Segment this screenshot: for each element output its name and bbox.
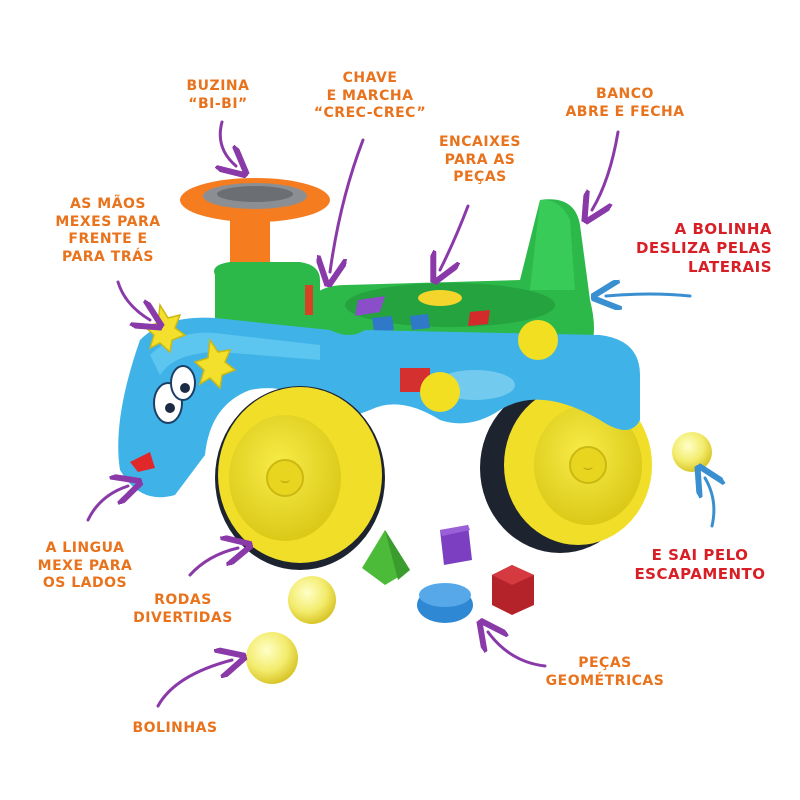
label-sai-pelo-line1: e sai pelo <box>651 546 749 564</box>
label-chave-line1: Chave <box>342 70 398 86</box>
label-chave-line3: “crec-crec” <box>313 105 427 121</box>
label-bolinha-desliza-line3: laterais <box>687 257 772 276</box>
label-pecas: Peças geométricas <box>540 655 670 690</box>
side-ball-2 <box>420 372 460 412</box>
label-encaixes-line2: para as <box>444 151 516 168</box>
arrow-maos <box>116 280 150 320</box>
label-maos-line1: As mãos <box>69 196 147 212</box>
purple-arrows <box>86 120 620 708</box>
label-banco-line2: abre e fecha <box>565 103 685 120</box>
label-sai-pelo: e sai pelo escapamento <box>630 546 770 584</box>
label-rodas-line1: Rodas <box>154 592 212 608</box>
loose-ball-mid <box>288 576 336 624</box>
side-ball <box>518 320 558 360</box>
svg-text:⌣: ⌣ <box>280 470 291 489</box>
label-bolinhas-line1: Bolinhas <box>132 720 218 736</box>
green-seat-body <box>300 199 594 360</box>
steering-column <box>180 178 330 330</box>
loose-ball-right <box>672 432 712 472</box>
arrow-bolinhas <box>156 660 232 708</box>
label-bolinhas: Bolinhas <box>120 720 230 738</box>
arrow-chave <box>330 138 365 272</box>
label-pecas-line1: Peças <box>578 655 632 671</box>
loose-ball-bottom <box>246 632 298 684</box>
label-bolinha-desliza: A Bolinha desliza pelas laterais <box>632 220 772 276</box>
arrow-encaixes <box>440 204 470 270</box>
label-bolinha-desliza-line2: desliza pelas <box>635 238 772 257</box>
label-maos-line4: para trás <box>61 248 155 265</box>
label-rodas: Rodas divertidas <box>128 592 238 627</box>
label-banco-line1: Banco <box>596 86 654 102</box>
label-buzina: Buzina “Bi-Bi” <box>168 78 268 113</box>
blue-arrows <box>606 294 714 528</box>
label-lingua: A lingua mexe para os lados <box>30 540 140 593</box>
label-pecas-line2: geométricas <box>545 672 665 689</box>
arrow-sai-pelo <box>705 478 714 528</box>
arrow-rodas <box>188 548 238 577</box>
arrow-lingua <box>86 486 128 522</box>
label-buzina-line1: Buzina <box>186 78 250 94</box>
label-maos: As mãos mexes para frente e para trás <box>48 196 168 266</box>
arrow-bolinha-desliza <box>606 294 692 296</box>
label-rodas-line2: divertidas <box>133 609 233 626</box>
label-maos-line2: mexes para <box>55 213 161 230</box>
label-encaixes-line1: encaixes <box>438 134 522 150</box>
label-encaixes-line3: peças <box>453 169 507 185</box>
label-lingua-line3: os lados <box>42 575 128 591</box>
label-banco: Banco abre e fecha <box>555 86 695 121</box>
geometric-pieces <box>362 525 534 623</box>
label-lingua-line2: mexe para <box>37 557 133 574</box>
arrow-banco <box>592 130 620 210</box>
label-sai-pelo-line2: escapamento <box>634 564 766 583</box>
label-bolinha-desliza-line1: A Bolinha <box>674 220 772 238</box>
arrow-pecas <box>488 632 547 668</box>
label-chave: Chave e marcha “crec-crec” <box>300 70 440 123</box>
label-buzina-line2: “Bi-Bi” <box>188 95 248 112</box>
label-encaixes: encaixes para as peças <box>430 134 530 187</box>
label-chave-line2: e marcha <box>326 87 414 104</box>
label-lingua-line1: A lingua <box>45 540 125 556</box>
label-maos-line3: frente e <box>68 231 148 247</box>
front-wheel: ⌣ <box>215 386 385 570</box>
arrow-buzina <box>220 120 236 166</box>
svg-text:⌣: ⌣ <box>583 457 594 476</box>
